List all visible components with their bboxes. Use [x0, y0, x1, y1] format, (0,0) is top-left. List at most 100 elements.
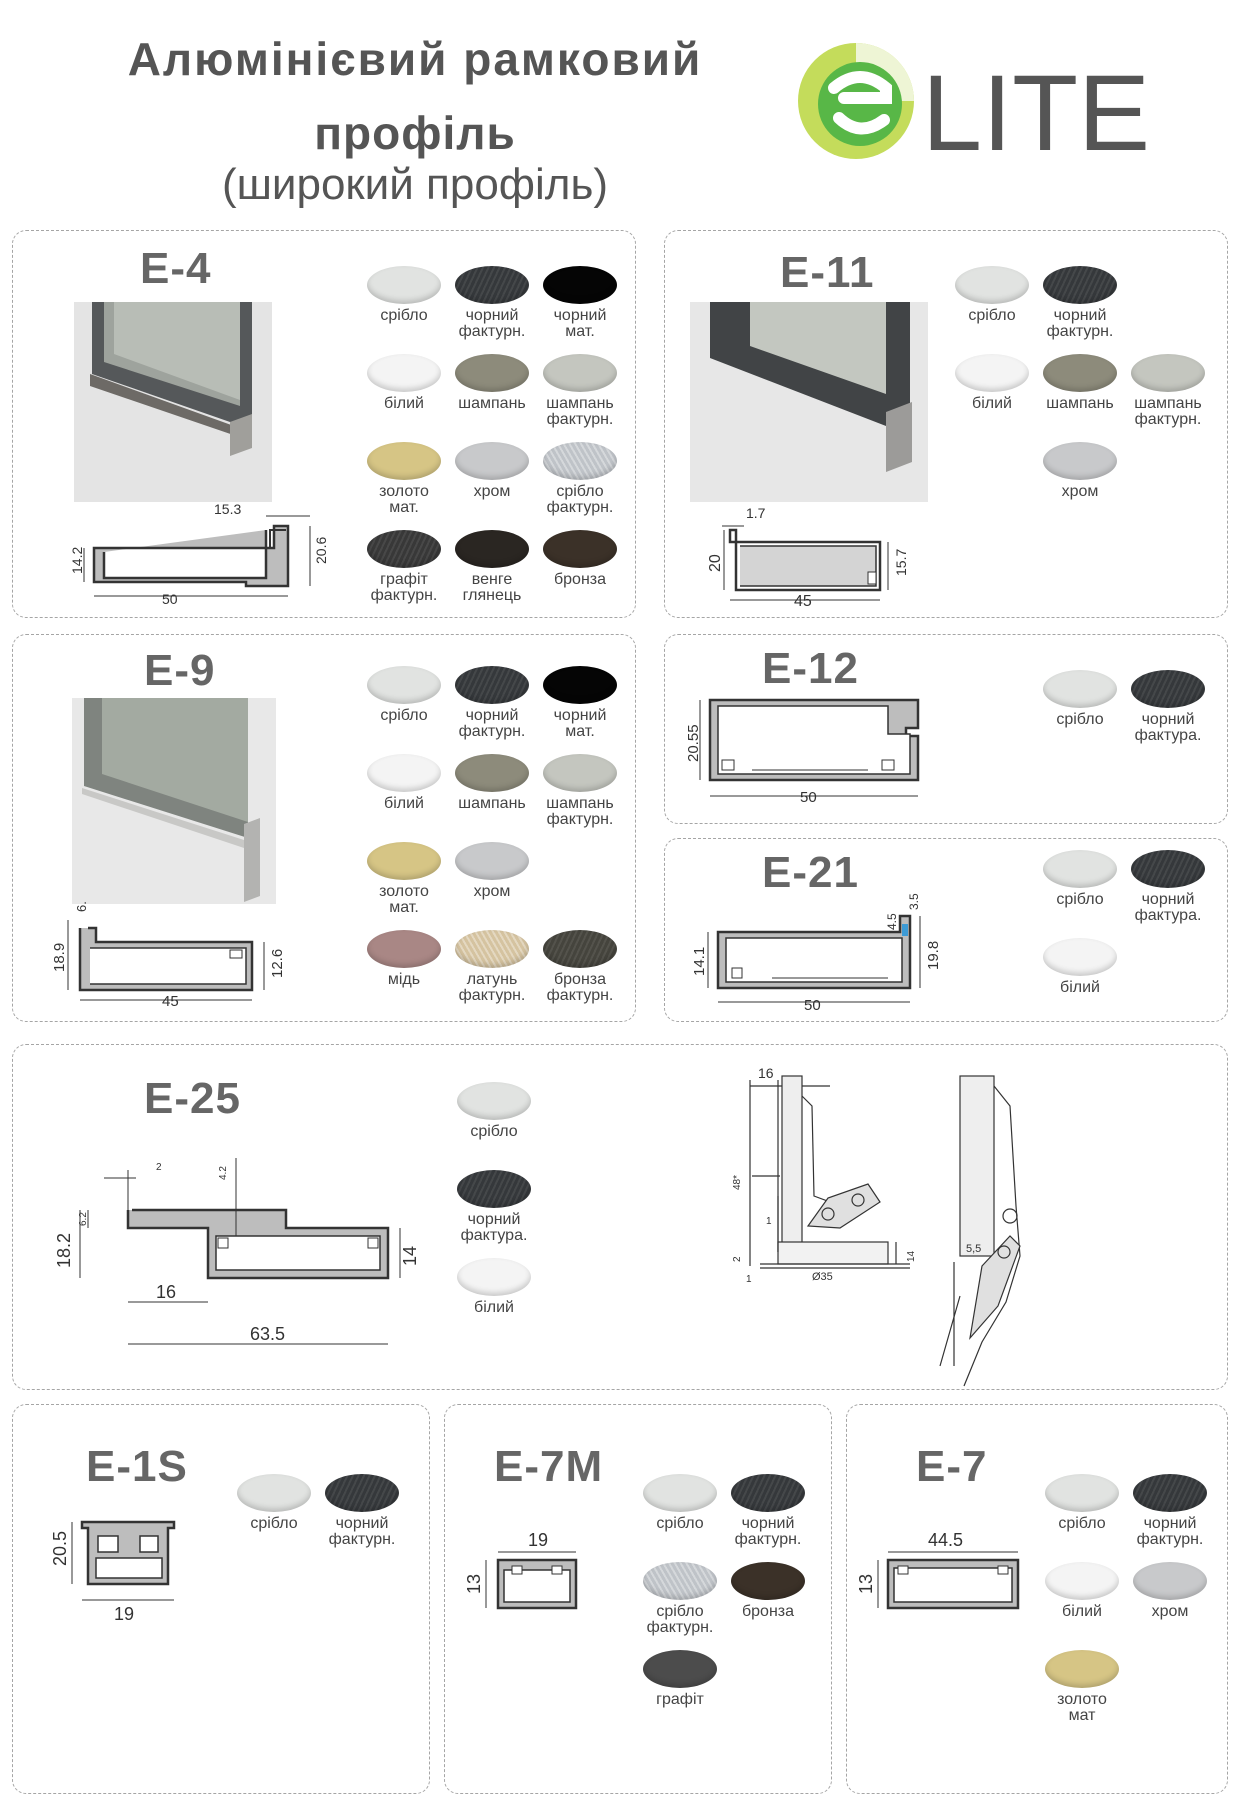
dim-e21-4: 50 [804, 997, 821, 1014]
color-chip [955, 354, 1029, 392]
swatch-e7m-2: срібло фактурн. [634, 1562, 726, 1636]
dim-e25-1: 4.2 [218, 1166, 229, 1180]
code-e25: E-25 [144, 1074, 241, 1123]
color-chip [367, 842, 441, 880]
hinge-dim-5: Ø35 [812, 1271, 833, 1283]
swatch-e21-1: чорний фактура. [1122, 850, 1214, 924]
swatch-e12-1: чорний фактура. [1122, 670, 1214, 744]
swatch-label: бронза [741, 1603, 795, 1620]
color-chip [1043, 938, 1117, 976]
swatch-label: чорний фактурн. [734, 1515, 802, 1548]
swatch-label: чорний фактурн. [328, 1515, 396, 1548]
swatch-e4-0: срібло [358, 266, 450, 324]
panel-e1s [12, 1404, 430, 1794]
code-e1s: E-1S [86, 1442, 188, 1491]
code-e11: E-11 [780, 248, 875, 297]
dim-e7m-1: 13 [464, 1574, 484, 1594]
swatch-e7m-4: графіт [634, 1650, 726, 1708]
dim-e21-2: 14.1 [691, 947, 708, 976]
swatch-e9-3: білий [358, 754, 450, 812]
dim-e12-1: 50 [800, 789, 817, 806]
frame-photo-icon [72, 698, 276, 904]
swatch-label: хром [473, 483, 511, 500]
dim-e21-0: 3.5 [907, 893, 921, 910]
dim-e1s-1: 19 [114, 1604, 134, 1624]
swatch-label: срібло [1058, 1515, 1106, 1532]
elite-logo: LITE [794, 36, 1214, 173]
swatch-e7m-0: срібло [634, 1474, 726, 1532]
swatch-label: графіт фактурн. [370, 571, 438, 604]
color-chip [1043, 850, 1117, 888]
dim-e11-1: 20 [707, 554, 724, 572]
swatch-e7-1: чорний фактурн. [1124, 1474, 1216, 1548]
swatch-label: золото мат. [379, 883, 429, 916]
swatch-label: шампань фактурн. [546, 795, 614, 828]
swatch-e9-5: шампань фактурн. [534, 754, 626, 828]
color-chip [1133, 1474, 1207, 1512]
color-chip [457, 1258, 531, 1296]
panel-e21 [664, 838, 1228, 1022]
color-chip [731, 1474, 805, 1512]
swatch-e1s-0: срібло [228, 1474, 320, 1532]
hinge-dim-3: 2 [732, 1256, 743, 1262]
swatch-label: бронза фактурн. [546, 971, 614, 1004]
swatch-e9-10: бронза фактурн. [534, 930, 626, 1004]
dim-e9-3: 45 [162, 993, 179, 1010]
dim-e4-2: 14.2 [69, 547, 85, 574]
swatch-e25-0: срібло [448, 1082, 540, 1140]
swatch-e7-3: хром [1124, 1562, 1216, 1620]
color-chip [455, 930, 529, 968]
drawing-e7m: 19 13 [464, 1530, 578, 1610]
photo-e11 [690, 302, 928, 502]
code-e9: E-9 [144, 646, 216, 695]
swatch-label: білий [1060, 979, 1100, 996]
color-chip [367, 266, 441, 304]
swatch-e4-10: венге глянець [446, 530, 538, 604]
swatch-label: чорний фактурн. [458, 307, 526, 340]
swatch-label: срібло фактурн. [546, 483, 614, 516]
drawing-e7: 44.5 13 [856, 1530, 1020, 1610]
dim-e7m-0: 19 [528, 1530, 548, 1550]
color-chip [455, 754, 529, 792]
dim-e25-2: 6.2 [78, 1212, 89, 1226]
hinge-drawing: 16 48* 1 2 1 Ø35 14 5,5 [732, 1065, 1021, 1387]
swatch-e11-4: шампань фактурн. [1122, 354, 1214, 428]
dim-e1s-0: 20.5 [50, 1531, 70, 1566]
swatch-label: золото мат [1057, 1691, 1107, 1724]
color-chip [367, 530, 441, 568]
swatch-label: срібло [470, 1123, 518, 1140]
panel-e7m [444, 1404, 832, 1794]
swatch-e4-4: шампань [446, 354, 538, 412]
swatch-e4-1: чорний фактурн. [446, 266, 538, 340]
color-chip [543, 266, 617, 304]
page-subtitle: (широкий профіль) [221, 160, 609, 209]
color-chip [1131, 670, 1205, 708]
dim-e7-0: 44.5 [928, 1530, 963, 1550]
swatch-e11-0: срібло [946, 266, 1038, 324]
dim-e4-1: 20.6 [313, 537, 329, 564]
swatch-label: білий [972, 395, 1012, 412]
hinge-dim-2: 1 [766, 1216, 772, 1227]
swatch-e9-0: срібло [358, 666, 450, 724]
swatch-e4-5: шампань фактурн. [534, 354, 626, 428]
swatch-label: шампань [458, 395, 526, 412]
panel-e12 [664, 634, 1228, 824]
swatch-label: бронза [553, 571, 607, 588]
swatch-e9-2: чорний мат. [534, 666, 626, 740]
dim-e4-3: 50 [162, 591, 178, 607]
drawing-e11: 1.7 20 15.7 45 [707, 505, 909, 610]
swatch-label: чорний мат. [553, 307, 607, 340]
dim-e12-0: 20.55 [685, 724, 702, 762]
code-e7m: E-7M [494, 1442, 604, 1491]
swatch-label: шампань [458, 795, 526, 812]
dim-e4-0: 15.3 [214, 501, 241, 517]
color-chip [955, 266, 1029, 304]
swatch-e9-9: латунь фактурн. [446, 930, 538, 1004]
dim-e21-1: 4.5 [885, 913, 899, 930]
color-chip [367, 930, 441, 968]
swatch-label: срібло [968, 307, 1016, 324]
drawing-e21: 3.5 4.5 14.1 19.8 50 [691, 893, 942, 1014]
swatch-label: білий [384, 795, 424, 812]
code-e7: E-7 [916, 1442, 988, 1491]
panel-e25 [12, 1044, 1228, 1390]
